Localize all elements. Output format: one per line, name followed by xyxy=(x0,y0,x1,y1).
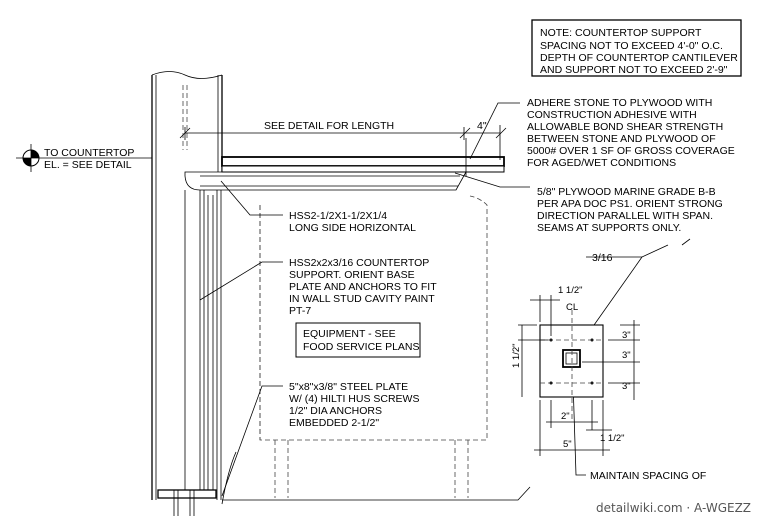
plywood-line: PER APA DOC PS1. ORIENT STRONG xyxy=(537,198,723,210)
floor-line xyxy=(222,486,531,501)
equipment-line: FOOD SERVICE PLANS xyxy=(303,341,420,353)
hss-support-line: PLATE AND ANCHORS TO FIT xyxy=(289,281,437,293)
watermark: detailwiki.com · A-WGEZZ xyxy=(596,501,751,515)
elevation-label-line1: TO COUNTERTOP xyxy=(44,147,134,159)
plywood-note: 5/8" PLYWOOD MARINE GRADE B-B PER APA DO… xyxy=(537,186,723,234)
hss-support-line: PT-7 xyxy=(289,305,311,317)
weld-size: 3/16 xyxy=(592,252,613,264)
plywood-line: DIRECTION PARALLEL WITH SPAN. xyxy=(537,210,713,222)
maintain-spacing-label: MAINTAIN SPACING OF xyxy=(590,470,706,482)
adhere-line: ADHERE STONE TO PLYWOOD WITH xyxy=(527,97,712,109)
adhere-note: ADHERE STONE TO PLYWOOD WITH CONSTRUCTIO… xyxy=(527,97,735,169)
hss-horizontal-line: HSS2-1/2X1-1/2X1/4 xyxy=(289,210,387,222)
dim-4in: 4" xyxy=(477,120,487,132)
adhere-line: ALLOWABLE BOND SHEAR STRENGTH xyxy=(527,121,723,133)
equipment-line: EQUIPMENT - SEE xyxy=(303,328,396,340)
plate-right-dim: 3" xyxy=(622,330,631,341)
plate-left-dim: 1 1/2" xyxy=(511,343,522,368)
hss-support-line: HSS2x2x3/16 COUNTERTOP xyxy=(289,257,429,269)
steel-plate-line: W/ (4) HILTI HUS SCREWS xyxy=(289,393,419,405)
equipment-label-box xyxy=(295,322,421,358)
note-line: SPACING NOT TO EXCEED 4'-0" O.C. xyxy=(540,40,723,52)
base-plate-detail xyxy=(518,295,640,456)
hss-horizontal-note: HSS2-1/2X1-1/2X1/4 LONG SIDE HORIZONTAL xyxy=(289,210,416,234)
adhere-line: BETWEEN STONE AND PLYWOOD OF xyxy=(527,133,716,145)
equipment-outline xyxy=(259,195,488,498)
adhere-line: 5000# OVER 1 SF OF GROSS COVERAGE xyxy=(527,145,735,157)
hss-support-line: IN WALL STUD CAVITY PAINT xyxy=(289,293,435,305)
length-dimension xyxy=(179,125,507,176)
hss-square xyxy=(562,349,581,368)
hss-vertical-support xyxy=(157,190,217,516)
plate-bottom-dim-5: 5" xyxy=(563,439,572,450)
steel-plate-line: 5"x8"x3/8" STEEL PLATE xyxy=(289,381,408,393)
countertop-assembly xyxy=(184,156,505,191)
hss-support-note: HSS2x2x3/16 COUNTERTOP SUPPORT. ORIENT B… xyxy=(289,257,437,317)
note-box xyxy=(531,19,742,77)
adhere-line: CONSTRUCTION ADHESIVE WITH xyxy=(527,109,697,121)
note-line: DEPTH OF COUNTERTOP CANTILEVER xyxy=(540,52,738,64)
plate-bottom-dim-right: 1 1/2" xyxy=(600,433,625,444)
hss-support-line: SUPPORT. ORIENT BASE xyxy=(289,269,415,281)
equipment-note: EQUIPMENT - SEE FOOD SERVICE PLANS xyxy=(303,328,420,353)
elevation-marker-symbol xyxy=(16,144,152,172)
stone-countertop xyxy=(221,156,505,167)
note-text: NOTE: COUNTERTOP SUPPORT SPACING NOT TO … xyxy=(540,27,738,76)
see-detail-label: SEE DETAIL FOR LENGTH xyxy=(264,120,394,132)
plate-right-dim: 3" xyxy=(622,350,631,361)
note-line: NOTE: COUNTERTOP SUPPORT xyxy=(540,27,702,39)
steel-plate-line: 1/2" DIA ANCHORS xyxy=(289,405,382,417)
elevation-label-line2: EL. = SEE DETAIL xyxy=(44,159,132,171)
wall-section xyxy=(151,71,223,500)
hss-horizontal-line: LONG SIDE HORIZONTAL xyxy=(289,222,416,234)
plywood-layer xyxy=(221,165,505,173)
plywood-line: 5/8" PLYWOOD MARINE GRADE B-B xyxy=(537,186,716,198)
plate-bottom-dim-2: 2" xyxy=(561,411,570,422)
plywood-line: SEAMS AT SUPPORTS ONLY. xyxy=(537,222,681,234)
steel-plate-note: 5"x8"x3/8" STEEL PLATE W/ (4) HILTI HUS … xyxy=(289,381,419,429)
note-line: AND SUPPORT NOT TO EXCEED 2'-9" xyxy=(540,64,728,76)
centerline-label: CL xyxy=(566,302,578,313)
adhere-line: FOR AGED/WET CONDITIONS xyxy=(527,157,676,169)
hss-horizontal-member xyxy=(184,171,467,191)
plate-top-dim: 1 1/2" xyxy=(558,285,583,296)
steel-plate-line: EMBEDDED 2-1/2" xyxy=(289,417,379,429)
plate-right-dim: 3" xyxy=(622,381,631,392)
